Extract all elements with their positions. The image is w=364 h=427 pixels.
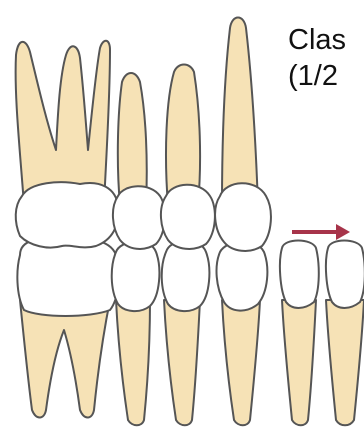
upper-premolar-crown <box>113 186 165 249</box>
lower-molar-root <box>20 300 110 418</box>
upper-canine-crown <box>215 183 271 251</box>
lower-premolar-crown <box>112 241 160 311</box>
lower-premolar-root <box>164 300 200 425</box>
upper-premolar-root <box>166 65 200 206</box>
lower-incisor-root <box>282 300 316 425</box>
lower-canine-root <box>222 300 260 425</box>
upper-molar-root <box>16 41 110 205</box>
upper-molar-crown <box>16 182 119 247</box>
upper-canine-root <box>222 18 258 206</box>
caption-line-1: Clas <box>288 26 346 55</box>
lower-molar-crown <box>17 238 119 316</box>
lower-incisor-crown <box>326 241 364 309</box>
lower-premolar-crown <box>162 241 210 311</box>
lower-incisor-root <box>326 300 364 425</box>
arrow-right-icon <box>292 224 350 240</box>
lower-incisor-crown <box>280 241 319 309</box>
caption-line-2: (1/2 <box>288 62 338 91</box>
upper-premolar-crown <box>161 185 215 249</box>
lower-premolar-root <box>116 300 150 425</box>
lower-canine-crown <box>217 241 268 310</box>
upper-premolar-root <box>118 73 147 205</box>
